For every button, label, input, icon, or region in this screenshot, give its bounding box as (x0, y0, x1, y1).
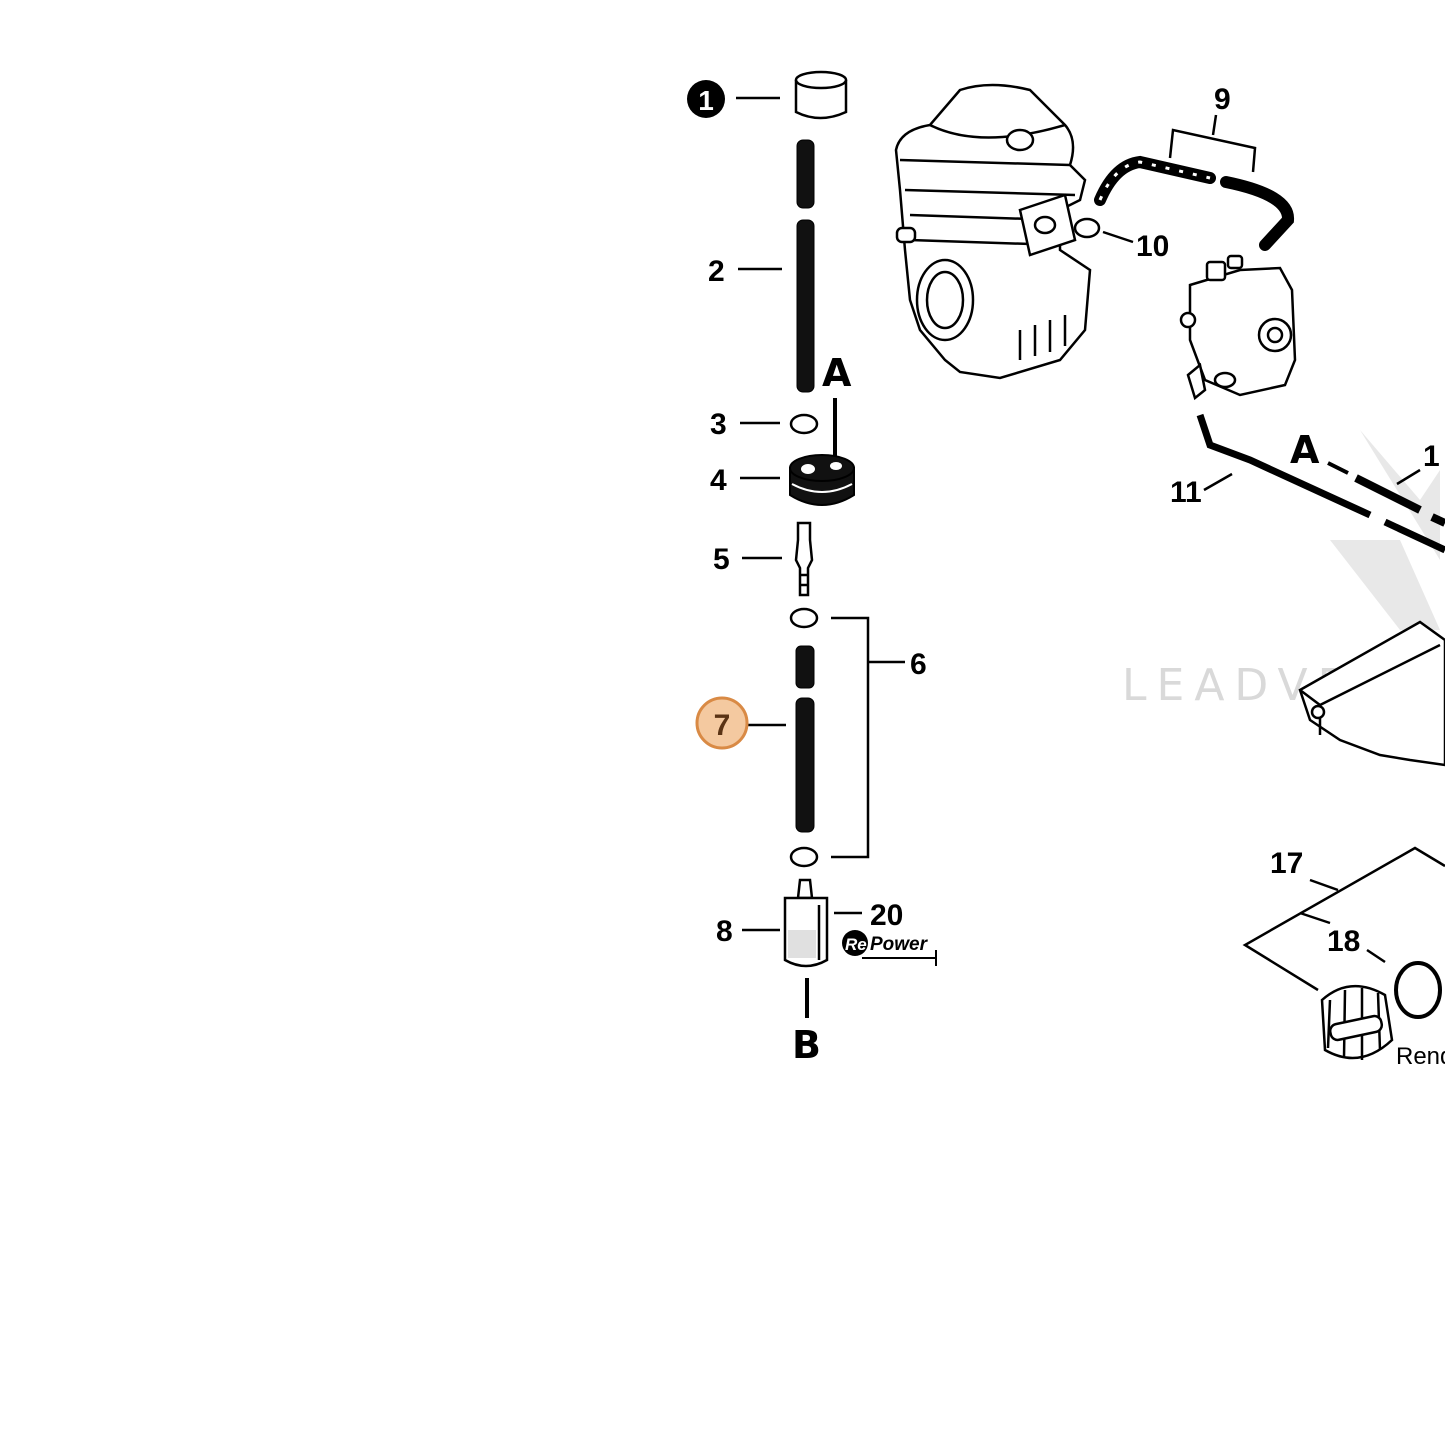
part-8-fuel-filter[interactable] (783, 878, 829, 968)
leader-line-11 (1203, 472, 1233, 492)
part-5-fitting[interactable] (794, 521, 814, 597)
repower-badge: Re Power (842, 930, 937, 966)
part-2-hose[interactable] (796, 139, 815, 393)
callout-1-badge[interactable] (687, 80, 725, 118)
callout-10-label[interactable]: 10 (1136, 230, 1169, 263)
part-11-fuel-line[interactable] (1196, 413, 1445, 554)
callout-12-label[interactable]: 1 (1423, 440, 1440, 473)
repower-badge-re: Re (845, 935, 867, 954)
leader-line-18 (1366, 948, 1386, 964)
reference-b: B (792, 1023, 821, 1067)
callout-1-label: 1 (698, 85, 714, 116)
callout-7-label: 7 (714, 709, 731, 742)
part-10-o-ring[interactable] (1073, 217, 1101, 239)
watermark-logo-icon (1330, 430, 1440, 630)
part-9-impulse-hose[interactable] (1094, 155, 1294, 251)
callout-4-label[interactable]: 4 (710, 464, 727, 497)
part-6-o-ring-top[interactable] (789, 607, 819, 629)
part-3-o-ring[interactable] (789, 413, 819, 435)
callout-2-label[interactable]: 2 (708, 255, 725, 288)
callout-11-label[interactable]: 11 (1170, 476, 1202, 509)
reference-a-right: A (1290, 428, 1320, 472)
callout-6-label[interactable]: 6 (910, 648, 927, 681)
cropped-text-rend: Rend (1396, 1043, 1445, 1070)
leader-line-9 (1211, 114, 1218, 136)
part-6-o-ring-bottom[interactable] (789, 846, 819, 868)
bracket-9 (1168, 128, 1257, 173)
leader-line-12 (1396, 468, 1421, 486)
part-12-hose[interactable] (1354, 474, 1445, 527)
part-crankcase-fragment[interactable] (1298, 620, 1445, 767)
part-18-seal-ring[interactable] (1394, 961, 1442, 1019)
leader-line-17 (1309, 878, 1339, 892)
part-1-bushing[interactable] (794, 70, 848, 120)
part-carburetor[interactable] (1179, 254, 1297, 401)
reference-a-left: A (822, 351, 852, 395)
part-4-grommet[interactable] (789, 454, 855, 506)
leader-line-10 (1102, 230, 1134, 244)
leader-line-17b (1299, 911, 1331, 925)
callout-3-label[interactable]: 3 (710, 408, 727, 441)
callout-9-label[interactable]: 9 (1214, 83, 1231, 116)
part-cylinder-assembly[interactable] (894, 83, 1092, 380)
part-tank-cap[interactable] (1320, 984, 1394, 1060)
callout-7-highlight-badge[interactable] (695, 696, 749, 750)
bracket-6 (831, 616, 870, 859)
callout-18-label[interactable]: 18 (1327, 925, 1360, 958)
callout-17-label[interactable]: 17 (1270, 847, 1303, 880)
bracket-17 (1242, 846, 1445, 992)
repower-badge-power: Power (870, 934, 929, 955)
callout-5-label[interactable]: 5 (713, 543, 730, 576)
part-7-hose[interactable] (795, 645, 815, 833)
callout-8-label[interactable]: 8 (716, 915, 733, 948)
callout-20-label[interactable]: 20 (870, 899, 903, 932)
reference-a-right-line (1327, 461, 1349, 475)
